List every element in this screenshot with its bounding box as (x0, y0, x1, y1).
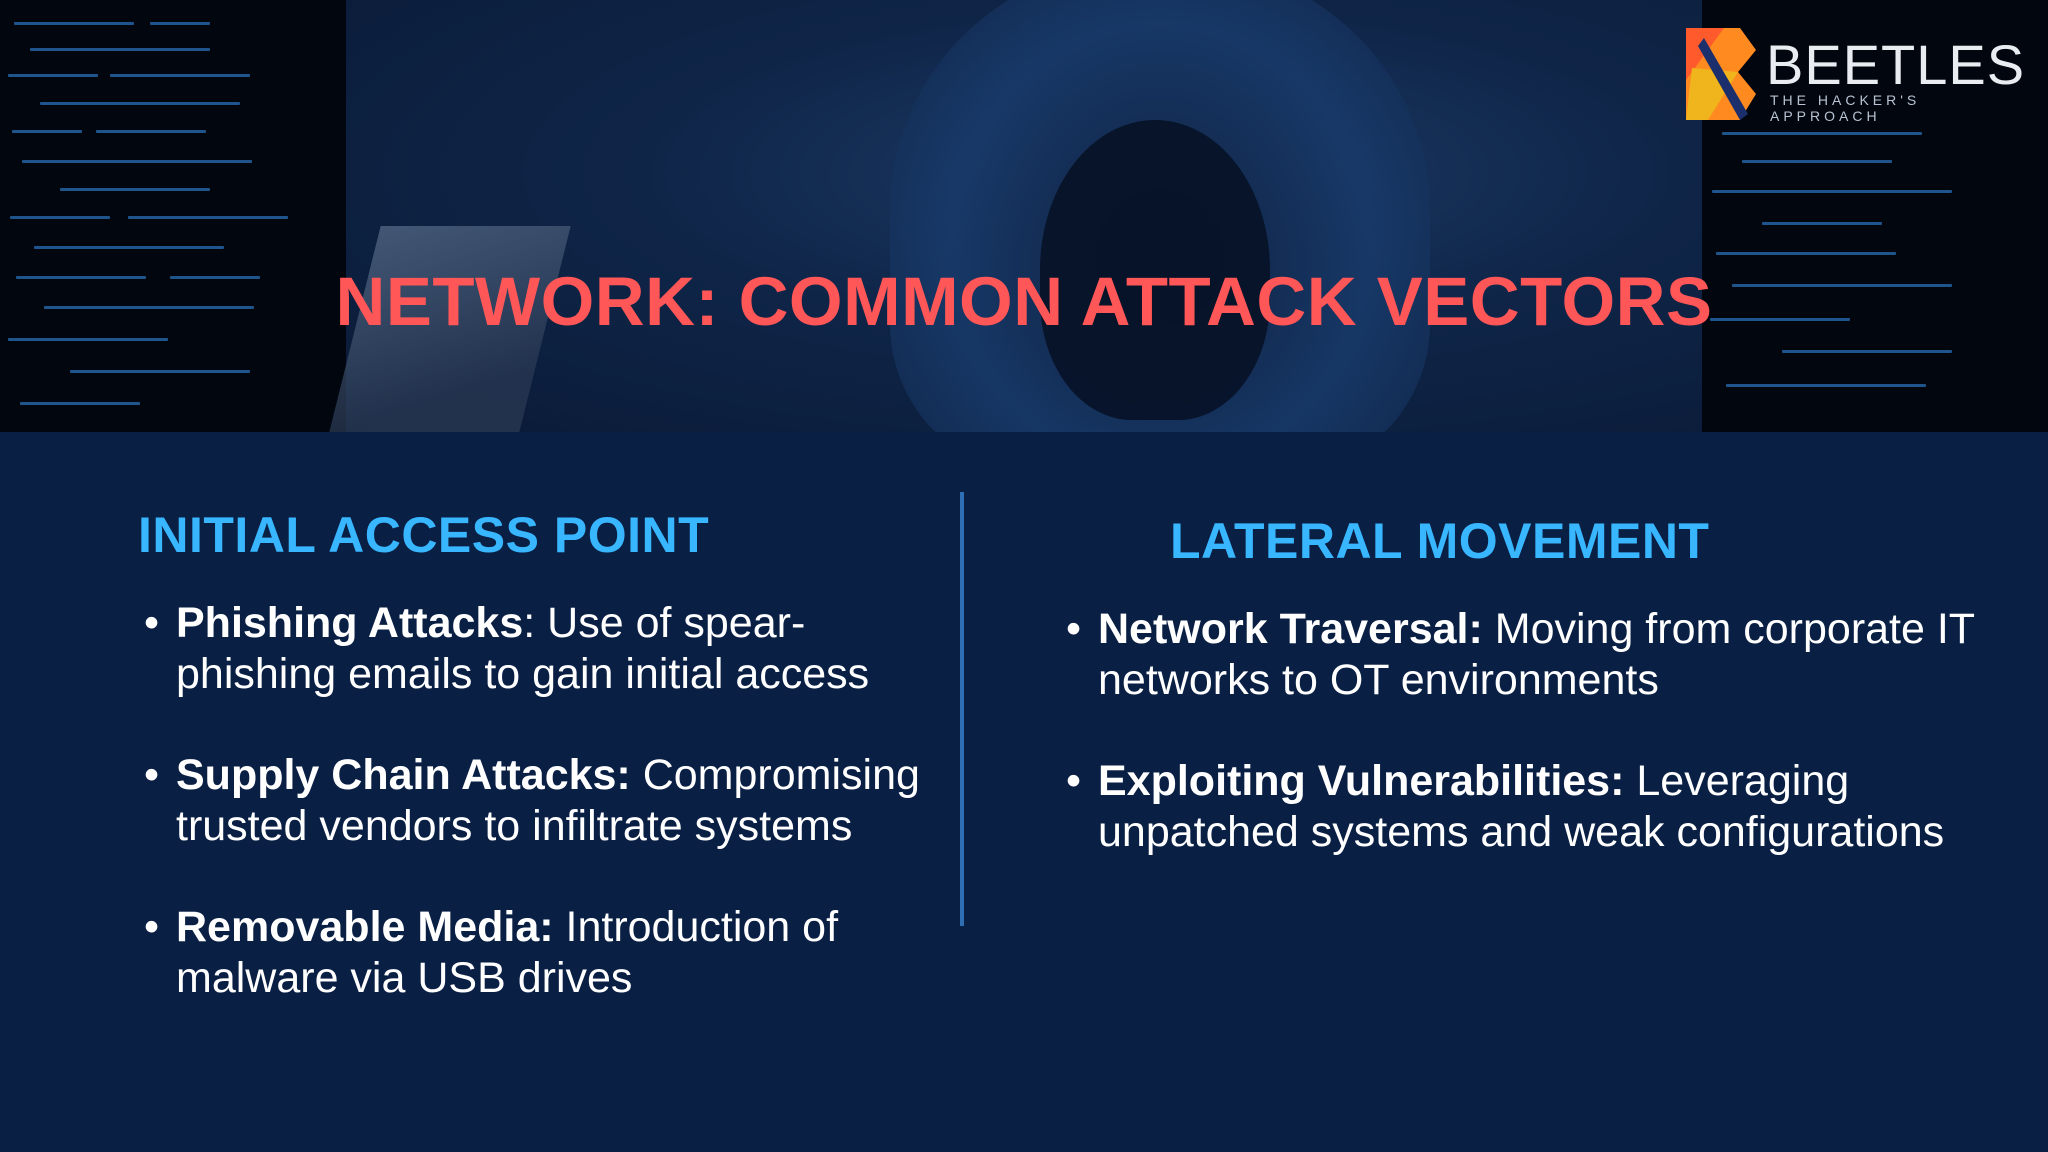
logo-wordmark: BEETLES (1766, 33, 2026, 96)
bullet-icon: • (144, 599, 160, 647)
list-item: • Removable Media: Introduction of malwa… (138, 902, 948, 1004)
lateral-movement-heading: LATERAL MOVEMENT (1170, 513, 1710, 569)
bullet-term: Removable Media: (176, 903, 554, 951)
bullet-icon: • (1066, 605, 1082, 653)
logo-tagline: THE HACKER'S APPROACH (1770, 92, 1921, 124)
initial-access-heading: INITIAL ACCESS POINT (138, 507, 710, 563)
bullet-icon: • (144, 903, 160, 951)
bullet-description: Leveraging unpatched systems and weak co… (1098, 757, 1945, 856)
lateral-movement-list: • Network Traversal: Moving from corpora… (1060, 604, 1990, 858)
slide-title: NETWORK: COMMON ATTACK VECTORS (335, 263, 1713, 340)
hooded-figure-face (1040, 120, 1270, 420)
list-item: • Phishing Attacks: Use of spear-phishin… (138, 598, 948, 700)
beetles-logo-icon (1686, 28, 1756, 120)
beetles-logo: BEETLES THE HACKER'S APPROACH (1678, 28, 2024, 124)
lateral-movement-column: LATERAL MOVEMENT • Network Traversal: Mo… (1060, 512, 1990, 908)
code-background-right (1702, 0, 2048, 432)
bullet-description: Moving from corporate IT networks to OT … (1098, 605, 1975, 704)
bullet-term: Network Traversal: (1098, 605, 1483, 653)
code-background-left (0, 0, 346, 432)
list-item: • Exploiting Vulnerabilities: Leveraging… (1060, 756, 1990, 858)
list-item: • Network Traversal: Moving from corpora… (1060, 604, 1990, 706)
initial-access-column: INITIAL ACCESS POINT • Phishing Attacks:… (138, 506, 948, 1054)
bullet-description: Compromising trusted vendors to infiltra… (176, 751, 920, 850)
bullet-term: Phishing Attacks (176, 599, 524, 647)
bullet-icon: • (144, 751, 160, 799)
bullet-term: Supply Chain Attacks: (176, 751, 631, 799)
initial-access-list: • Phishing Attacks: Use of spear-phishin… (138, 598, 948, 1004)
bullet-description: : Use of spear-phishing emails to gain i… (176, 599, 870, 698)
bullet-icon: • (1066, 757, 1082, 805)
list-item: • Supply Chain Attacks: Compromising tru… (138, 750, 948, 852)
bullet-description: Introduction of malware via USB drives (176, 903, 839, 1002)
bullet-term: Exploiting Vulnerabilities: (1098, 757, 1625, 805)
column-divider (960, 492, 964, 926)
